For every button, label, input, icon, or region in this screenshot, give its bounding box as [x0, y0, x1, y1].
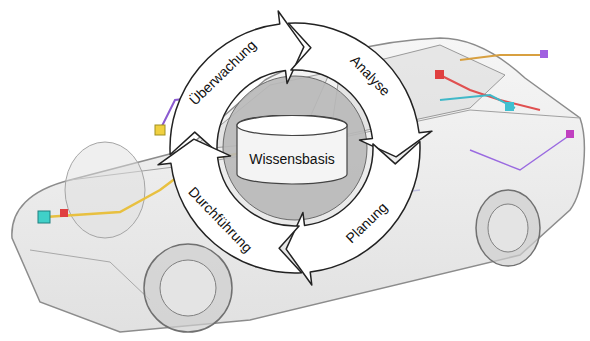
module-cube	[566, 130, 574, 138]
module-cube	[380, 188, 388, 196]
wire-violet	[470, 135, 570, 170]
module-cube	[60, 209, 68, 217]
front-wheel	[144, 244, 232, 332]
inner-disk	[223, 76, 367, 220]
wire-orange	[460, 55, 545, 60]
cylinder-label: Wissensbasis	[249, 152, 335, 167]
knowledge-base-cylinder: Wissensbasis	[236, 115, 348, 185]
stage-label: Durchführung	[185, 184, 255, 256]
module-cube	[155, 125, 165, 135]
wire-purple	[160, 95, 220, 130]
stage-label: Analyse	[347, 53, 393, 100]
cylinder-top	[237, 116, 347, 136]
wire-red	[440, 75, 540, 110]
rear-wheel	[476, 190, 540, 266]
far-wheel	[65, 142, 145, 238]
module-cube	[38, 211, 50, 223]
stage-label: Planung	[343, 199, 391, 246]
front-rim	[160, 260, 216, 316]
module-cube	[540, 50, 548, 58]
module-cube	[196, 155, 205, 164]
wire-cyan	[440, 95, 515, 108]
module-cube	[435, 70, 444, 79]
rear-rim	[488, 204, 528, 252]
bumper-line	[30, 250, 150, 300]
stage-label: Überwachung	[186, 38, 259, 109]
car-body	[12, 38, 584, 332]
cylinder-shape	[236, 115, 348, 185]
module-cube	[212, 208, 220, 216]
cylinder-body	[237, 115, 347, 184]
module-cube	[505, 102, 514, 111]
